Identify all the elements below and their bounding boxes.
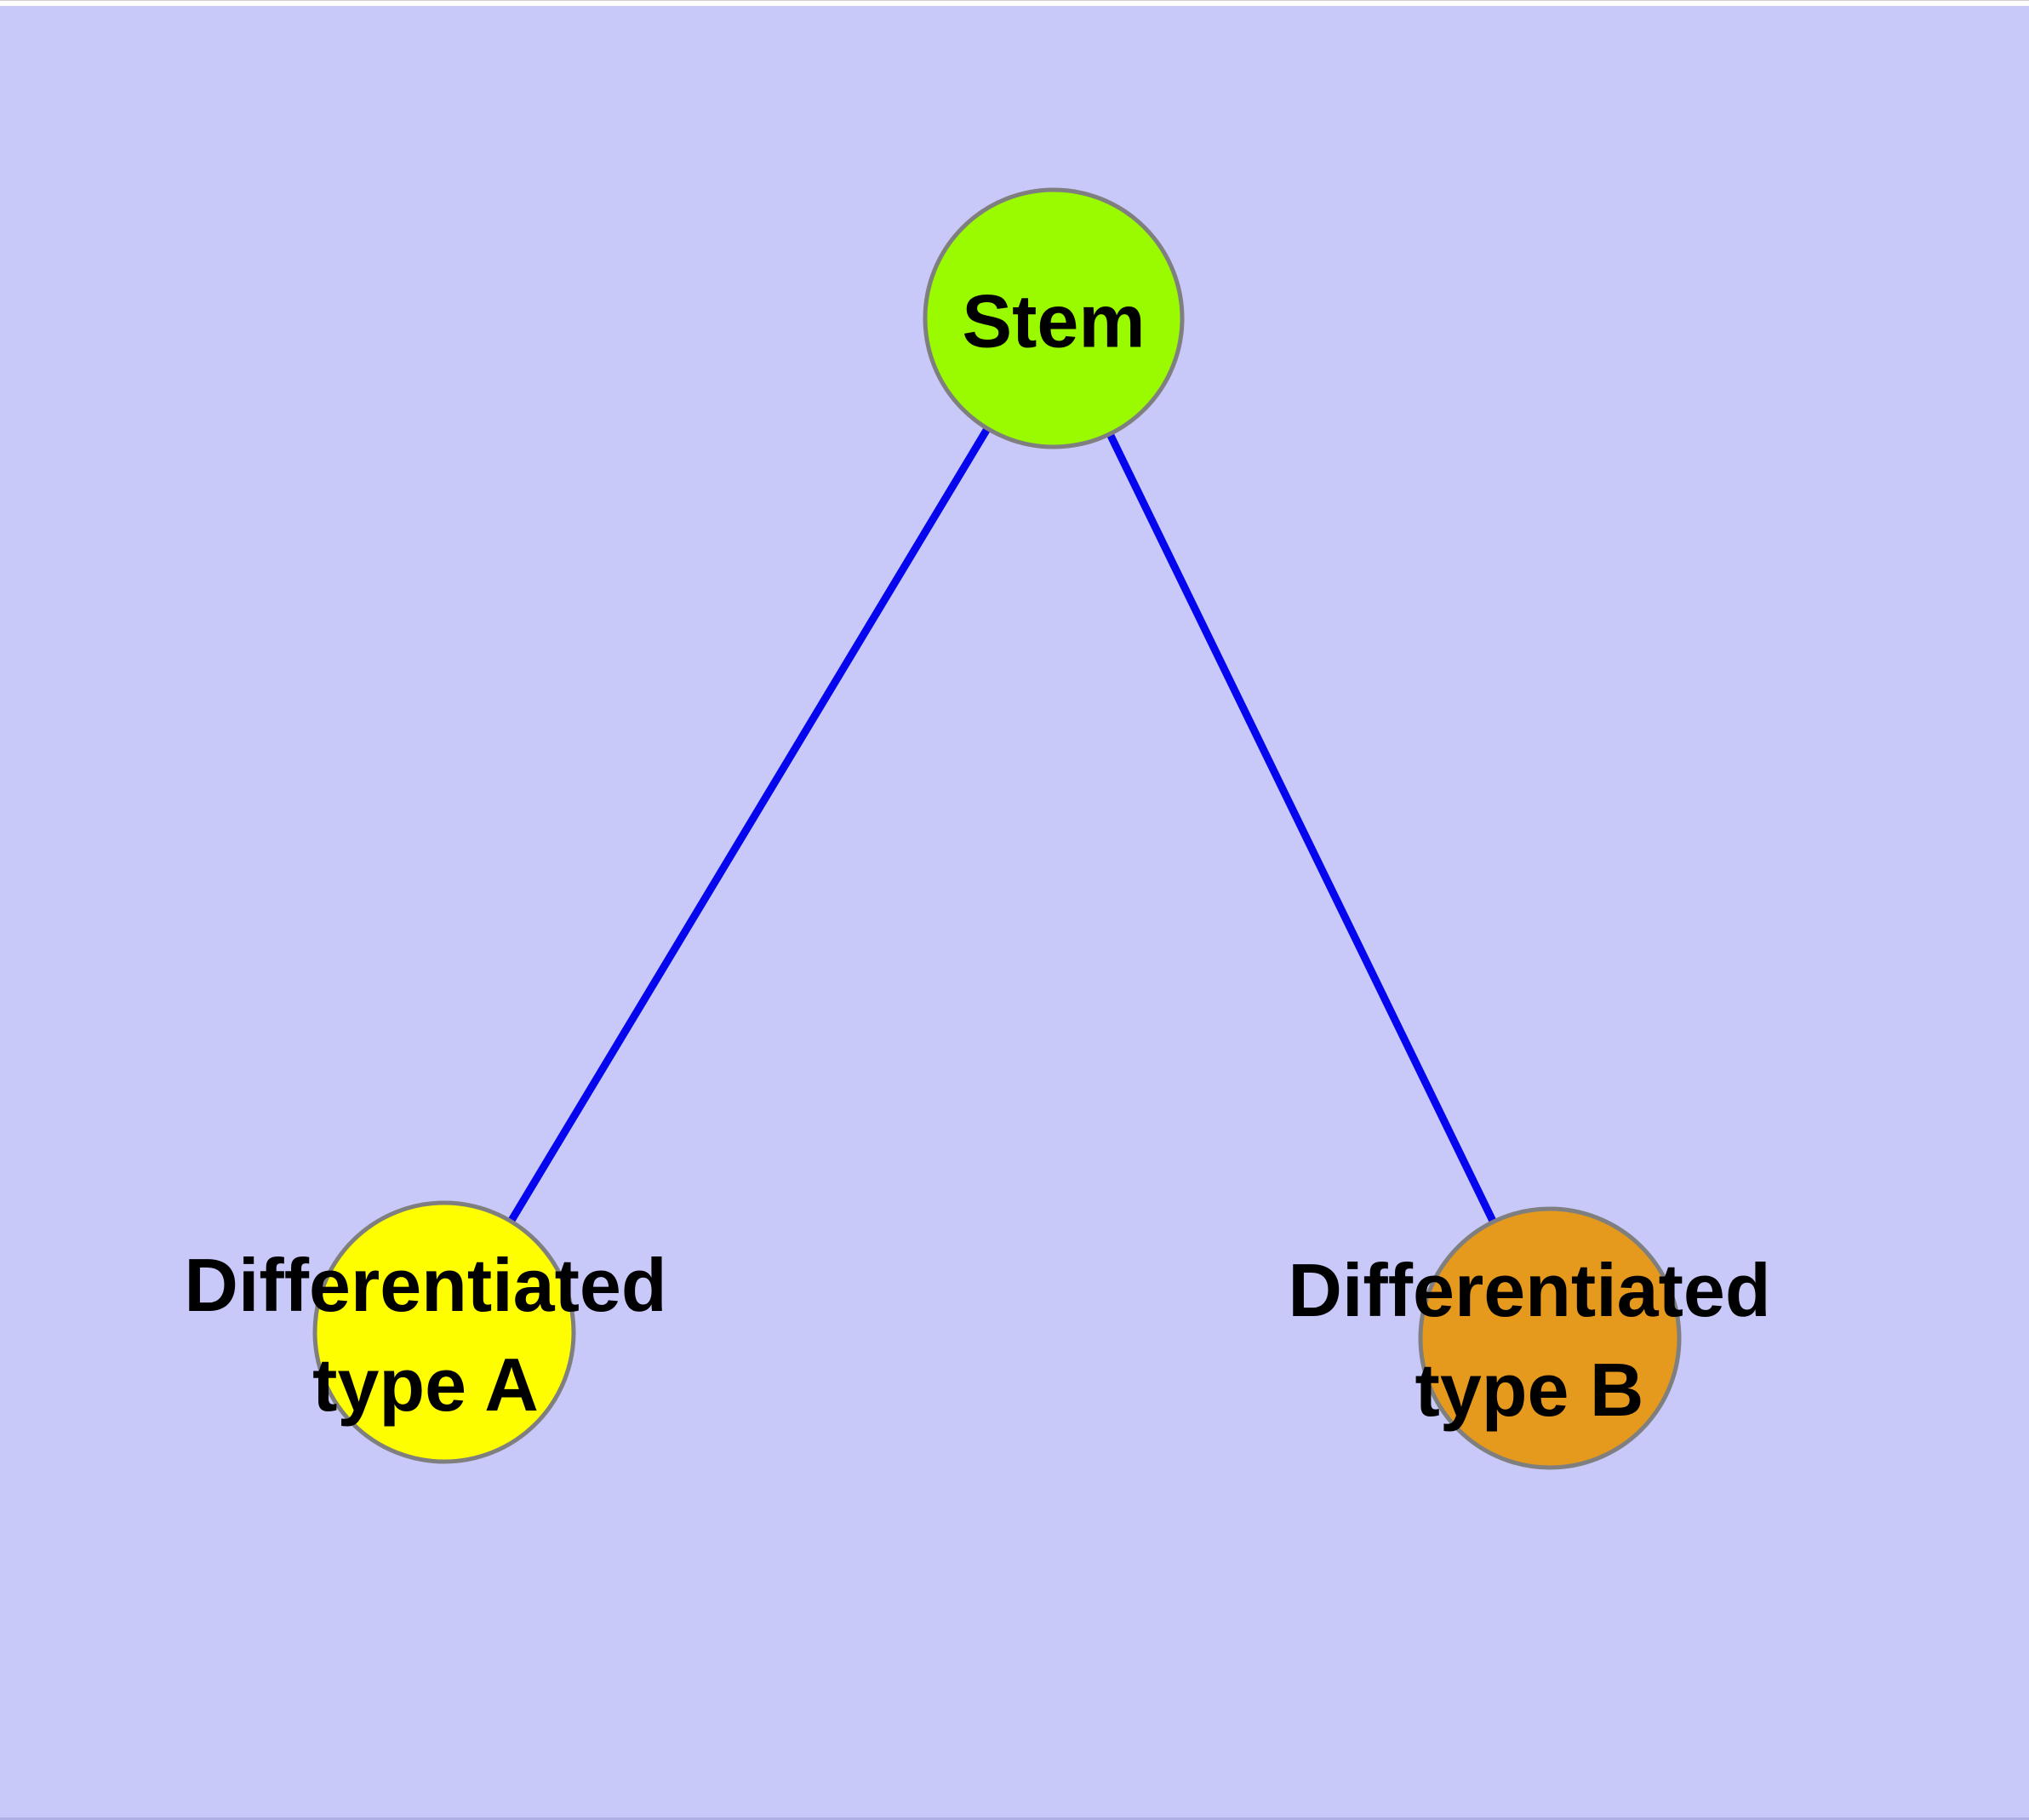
edge-stem-to-differentiated-type-a [441,316,1057,1335]
node-circle-differentiated-type-a [312,1200,576,1464]
node-circle-differentiated-type-b [1418,1206,1682,1470]
node-label-line: Differentiated [1288,1248,1771,1332]
node-label-stem: Stem [962,272,1145,371]
node-label-differentiated-type-b: Differentiated type B [1288,1240,1770,1439]
window-bottom-edge [0,1817,2029,1820]
edge-stem-to-differentiated-type-b [1049,317,1554,1340]
node-label-line: Stem [962,278,1146,363]
node-circle-stem [923,187,1185,449]
node-label-line: type A [312,1342,539,1427]
node-label-differentiated-type-a: Differentiated type A [184,1235,666,1434]
node-label-line: Differentiated [184,1243,667,1327]
node-label-line: type B [1415,1348,1644,1432]
window-top-edge [0,0,2029,6]
